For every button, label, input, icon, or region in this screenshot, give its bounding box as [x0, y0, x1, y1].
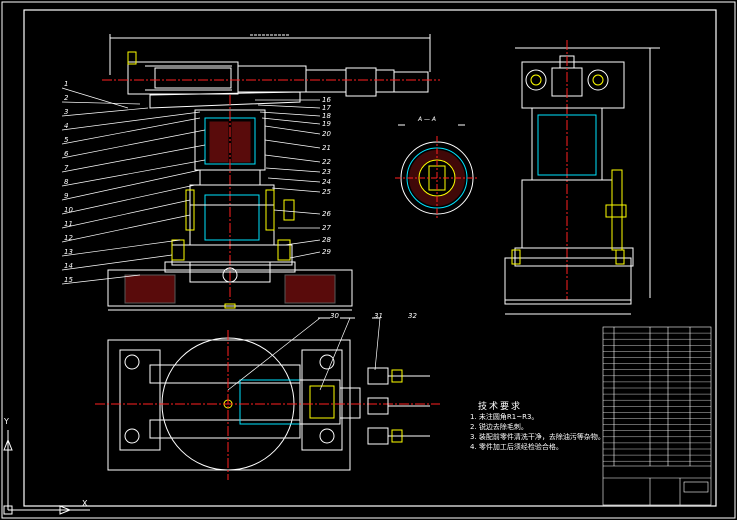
part-number-label: 2 [64, 94, 69, 102]
part-number-label: 13 [64, 248, 73, 256]
top-plan-view [95, 317, 440, 480]
part-number-label: 14 [64, 262, 73, 270]
note-item: 3. 装配前零件清洗干净，去除油污等杂物。 [470, 433, 605, 441]
part-number-label: 10 [64, 206, 73, 214]
inner-border [23, 9, 717, 507]
parts-list-rows [603, 332, 711, 462]
part-number-label: 26 [322, 210, 331, 218]
note-item: 2. 锐边去除毛刺。 [470, 423, 528, 431]
section-a-a-view [395, 124, 479, 220]
part-number-label: 29 [322, 248, 331, 256]
parts-list-table [602, 326, 712, 506]
part-number-label: 11 [64, 220, 73, 228]
ucs-icon [3, 430, 90, 515]
part-number-label: 30 [330, 312, 339, 320]
ucs-y-label: Y [3, 417, 9, 426]
part-number-label: 20 [322, 130, 331, 138]
part-number-label: 12 [64, 234, 73, 242]
part-number-label: 19 [322, 120, 331, 128]
part-number-label: 23 [322, 168, 331, 176]
part-number-label: 9 [64, 192, 69, 200]
part-number-label: 27 [322, 224, 331, 232]
part-number-label: 1 [64, 80, 69, 88]
technical-notes: 技术要求 1. 未注圆角R1~R3。 2. 锐边去除毛刺。 3. 装配前零件清洗… [470, 402, 605, 452]
part-number-label: 16 [322, 96, 331, 104]
part-number-label: 24 [322, 178, 331, 186]
part-number-label: 5 [64, 136, 69, 144]
part-number-label: 32 [408, 312, 417, 320]
part-number-label: 6 [64, 150, 69, 158]
part-number-label: 17 [322, 104, 331, 112]
part-number-label: 22 [322, 158, 331, 166]
side-view [504, 40, 660, 315]
part-number-label: 31 [374, 312, 383, 320]
part-number-label: 3 [64, 108, 69, 116]
part-number-label: 15 [64, 276, 73, 284]
part-number-label: 7 [64, 164, 69, 172]
part-number-label: 25 [322, 188, 331, 196]
front-section-view [61, 34, 440, 311]
part-number-label: 21 [322, 144, 331, 152]
section-label: A — A [418, 116, 437, 123]
note-item: 4. 零件加工后须经检验合格。 [470, 443, 563, 451]
notes-title: 技术要求 [478, 402, 523, 412]
note-item: 1. 未注圆角R1~R3。 [470, 413, 539, 421]
ucs-x-label: X [82, 499, 88, 508]
part-number-label: 18 [322, 112, 331, 120]
part-number-label: 8 [64, 178, 69, 186]
part-number-label: 4 [64, 122, 69, 130]
part-number-label: 28 [322, 236, 331, 244]
